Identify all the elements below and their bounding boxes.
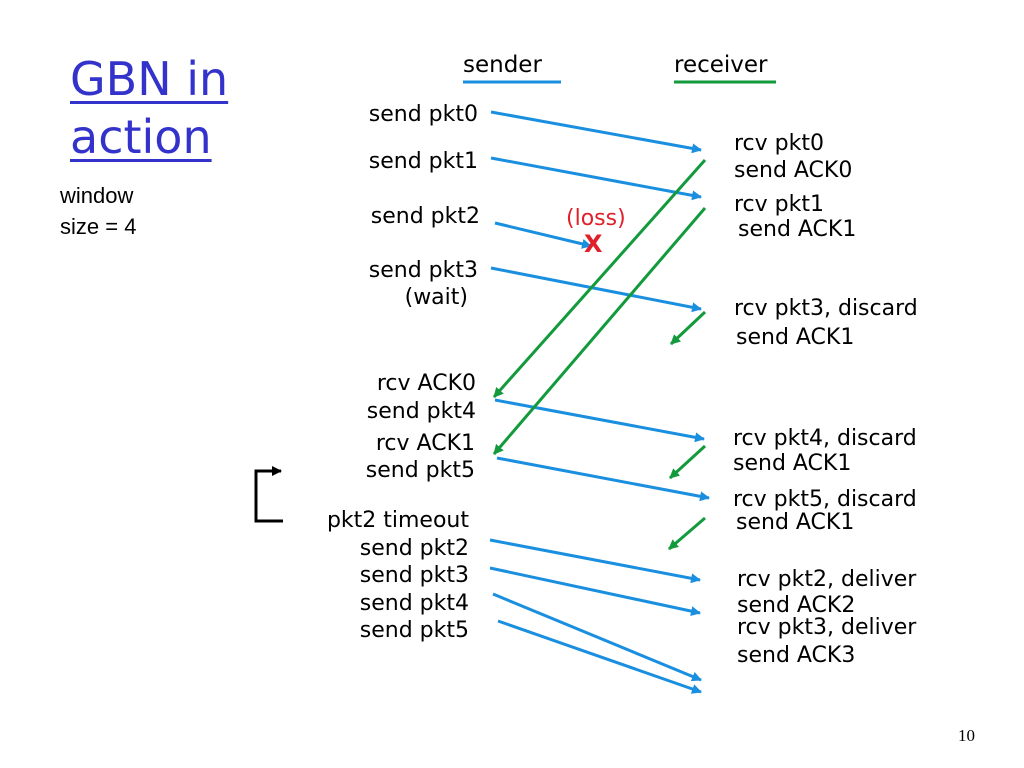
sender-event: send pkt3 [359,563,469,588]
subtitle-line: window [60,183,134,208]
receiver-event: send ACK1 [736,510,855,535]
sender-event: rcv ACK0 [376,371,476,396]
receiver-event: send ACK1 [733,451,852,476]
receiver-event: rcv pkt2, deliver [737,567,917,592]
ack-arrow-ack1 [492,207,707,455]
packet-arrow-pkt0 [490,110,702,154]
ack-arrow-ack0 [492,159,707,398]
slide-title: GBN in action [70,50,228,166]
sender-event-timeout: pkt2 timeout [326,508,469,533]
packet-arrow-pkt3-resend [489,566,701,617]
loss-label: (loss) [566,206,626,231]
receiver-event: send ACK2 [737,593,856,618]
receiver-event: rcv pkt1 [734,192,824,217]
sender-event: send pkt1 [368,149,478,174]
window-size-label: window size = 4 [60,180,136,242]
ack-arrow-dup-ack1-a [669,310,707,346]
packet-arrow-pkt4-resend [492,592,702,682]
ack-arrow-dup-ack1-b [668,444,707,480]
packet-arrow-pkt1 [490,156,702,201]
sender-event: send pkt5 [365,458,475,483]
packet-arrow-pkt5-resend [497,619,702,694]
receiver-header: receiver [674,52,768,78]
receiver-event: rcv pkt5, discard [733,487,917,512]
receiver-event: rcv pkt3, deliver [737,615,917,640]
loss-x-icon: X [584,230,603,258]
sender-event: send pkt0 [368,102,478,127]
sender-event: send pkt5 [359,618,469,643]
receiver-event: rcv pkt4, discard [733,426,917,451]
sender-event: send pkt4 [366,399,476,424]
packet-arrow-pkt5 [496,456,710,502]
subtitle-line: size = 4 [60,214,137,239]
title-line: action [70,110,212,164]
receiver-event: send ACK1 [738,217,857,242]
packet-arrow-pkt2-lost [494,221,592,249]
sender-header: sender [463,52,542,78]
sender-event-wait: (wait) [404,285,468,310]
sender-event: send pkt3 [368,258,478,283]
packet-arrow-pkt4 [494,398,705,443]
sender-event: send pkt4 [359,591,469,616]
sender-event: rcv ACK1 [375,431,475,456]
receiver-event: send ACK0 [734,158,853,183]
ack-arrow-dup-ack1-c [668,516,706,551]
receiver-event: rcv pkt3, discard [734,296,918,321]
sender-event: send pkt2 [370,204,480,229]
receiver-event: send ACK3 [737,643,856,668]
timeout-bracket [254,466,283,523]
receiver-event: rcv pkt0 [734,131,824,156]
sender-event: send pkt2 [359,536,469,561]
packet-arrow-pkt3 [490,266,702,313]
title-line: GBN in [70,52,229,106]
packet-arrow-pkt2-resend [489,538,701,584]
page-number: 10 [958,726,975,745]
receiver-event: send ACK1 [736,325,855,350]
